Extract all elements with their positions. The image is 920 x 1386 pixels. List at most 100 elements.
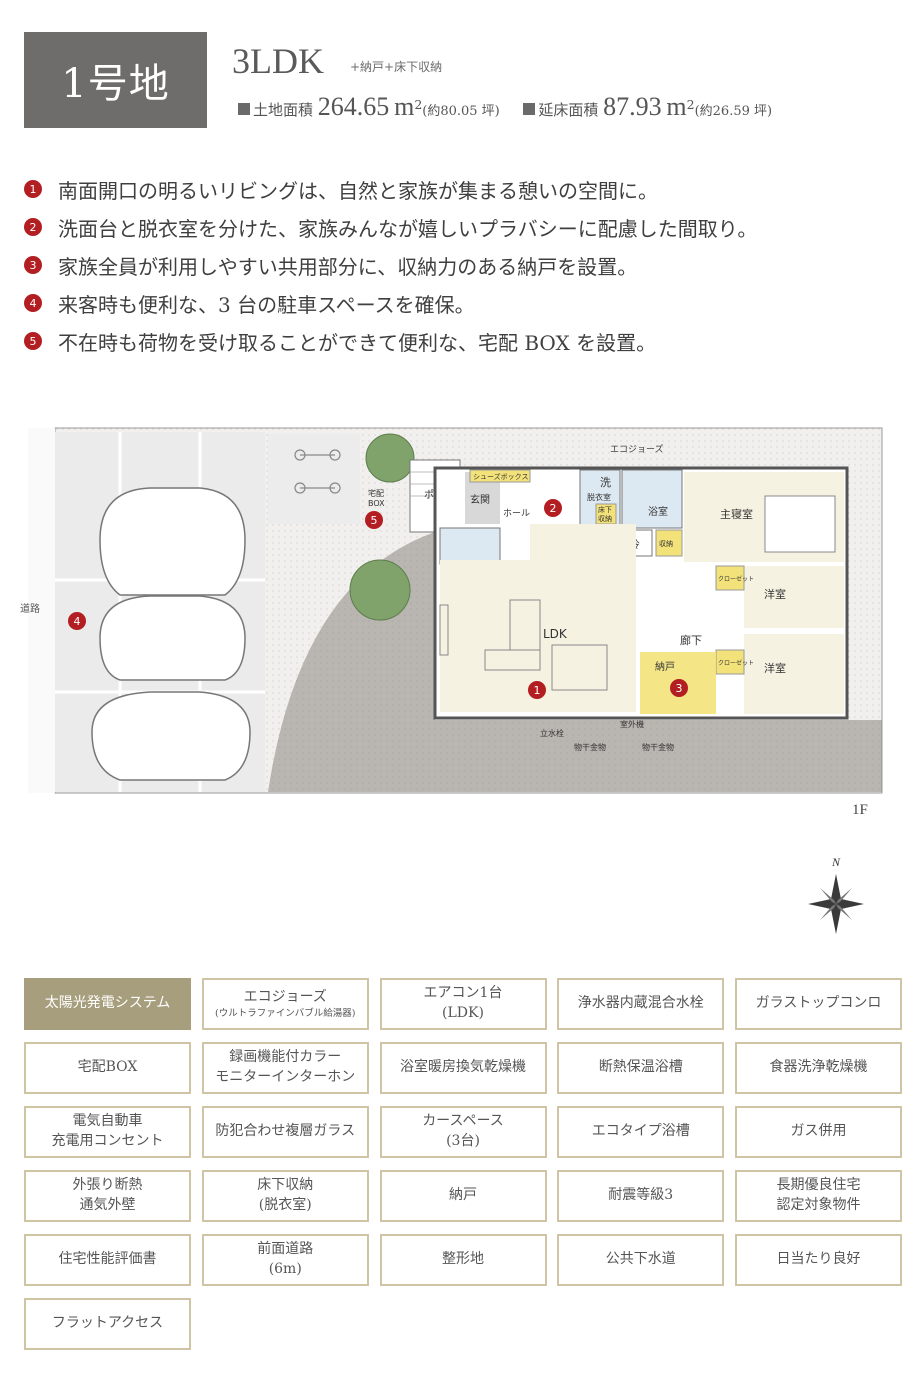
square-bullet-icon [523,103,536,115]
feature-text: 南面開口の明るいリビングは、自然と家族が集まる憩いの空間に。 [58,178,658,203]
dressing-label: 脱衣室 [587,492,611,502]
svg-text:3: 3 [676,682,683,695]
feature-item: 4 来客時も便利な、3 台の駐車スペースを確保。 [24,284,757,322]
equipment-tile: 住宅性能評価書 [24,1234,191,1286]
feature-text: 家族全員が利用しやすい共用部分に、収納力のある納戸を設置。 [58,254,638,279]
bed [764,495,836,553]
equipment-label-line2: (LDK) [442,1005,484,1021]
equipment-label-line2: モニターインターホン [215,1069,356,1085]
dryer-label: 物干金物 [574,742,606,752]
equipment-tile: 電気自動車充電用コンセント [24,1106,191,1158]
equipment-tile: 納戸 [379,1170,547,1222]
shoes-box [469,469,531,483]
equipment-label: ガラストップコンロ [755,995,882,1012]
equipment-grid: 太陽光発電システムエコジョーズ(ウルトラファインバブル給湯器)エアコン1台(LD… [24,978,902,1350]
plan-marker: 1 [528,681,546,699]
equipment-tile: 録画機能付カラーモニターインターホン [201,1042,369,1094]
outdoor-unit-label: 室外機 [620,719,644,729]
equipment-tile: 太陽光発電システム [24,978,191,1030]
closet-label: クローゼット [718,659,754,667]
equipment-label: 食器洗浄乾燥機 [769,1059,868,1076]
equipment-tile: 外張り断熱通気外壁 [24,1170,191,1222]
floor-area-unit-super: 2 [686,97,695,112]
svg-text:1: 1 [534,684,541,697]
feature-number-badge: 5 [24,332,42,350]
plan-marker: 3 [670,679,688,697]
equipment-label-line2: (脱衣室) [258,1197,312,1213]
land-area-value: 264.65 [317,92,390,121]
equipment-label: 住宅性能評価書 [58,1251,157,1268]
equipment-label: エコジョーズ [243,988,327,1005]
ldk-label: LDK [543,627,568,641]
equipment-label: 前面道路 [257,1241,314,1258]
wash-label: 洗 [600,476,611,489]
hall-label: ホール [503,508,530,519]
equipment-tile: 耐震等級3 [557,1170,725,1222]
corridor-label: 廊下 [680,633,702,647]
floor-plan: 道路 ポーチ 玄関 ホール シューズボックス 宅配 BOX 洗 脱衣 [20,427,883,794]
equipment-tile: 前面道路 (6m) [201,1234,369,1286]
equipment-tile: エコジョーズ(ウルトラファインバブル給湯器) [201,978,369,1030]
svg-text:2: 2 [550,502,557,515]
dryer-label: 物干金物 [642,742,674,752]
layout-extra: +納戸+床下収納 [350,60,443,74]
bike-area [268,434,360,524]
equipment-label: 外張り断熱 [72,1177,143,1194]
equipment-label: 太陽光発電システム [44,995,171,1012]
equipment-label: ガス併用 [790,1123,847,1140]
feature-item: 1 南面開口の明るいリビングは、自然と家族が集まる憩いの空間に。 [24,170,757,208]
entrance-label: 玄関 [470,493,490,506]
north-label: N [831,855,841,869]
faucet-label: 立水栓 [540,728,564,738]
road-label: 道路 [20,602,40,615]
equipment-label-line2: (6m) [268,1261,302,1277]
floor-area-label: 延床面積 [538,101,599,119]
bathroom [621,469,683,529]
floor-area-value: 87.93 [603,92,662,121]
equipment-label: 断熱保温浴槽 [598,1059,683,1076]
delivery-box-label: 宅配 [368,488,384,498]
feature-number-badge: 4 [24,294,42,312]
equipment-label: 整形地 [442,1251,484,1268]
delivery-box-label: BOX [368,499,385,508]
small-storage [655,529,683,557]
feature-text: 洗面台と脱衣室を分けた、家族みんなが嬉しいプラバシーに配慮した間取り。 [58,216,758,241]
corridor [640,626,744,652]
lot-badge: 1号地 [24,32,207,128]
equipment-label-line2: 充電用コンセント [51,1133,164,1149]
toilet [439,527,501,565]
western-room-2-label: 洋室 [764,661,786,675]
equipment-label: カースペース [422,1113,504,1130]
equipment-tile: 断熱保温浴槽 [557,1042,725,1094]
equipment-tile: 宅配BOX [24,1042,191,1094]
feature-text: 来客時も便利な、3 台の駐車スペースを確保。 [58,292,475,317]
bath-label: 浴室 [648,505,668,518]
equipment-tile: 食器洗浄乾燥機 [735,1042,902,1094]
western-room-1 [744,566,844,628]
equipment-tile: フラットアクセス [24,1298,191,1350]
equipment-tile: 浄水器内蔵混合水栓 [557,978,725,1030]
equipment-tile: 公共下水道 [557,1234,725,1286]
equipment-label-line2: 通気外壁 [79,1197,136,1213]
equipment-label: 防犯合わせ複層ガラス [215,1123,356,1140]
western-room-2 [744,634,844,714]
equipment-label: 耐震等級3 [608,1187,674,1204]
equipment-tile: 整形地 [379,1234,547,1286]
equipment-tile: 浴室暖房換気乾燥機 [379,1042,547,1094]
feature-number-badge: 1 [24,180,42,198]
underfloor-label: 収納 [598,514,612,523]
equipment-label: 床下収納 [257,1177,314,1194]
equipment-label: 浴室暖房換気乾燥機 [400,1059,526,1076]
equipment-label: 長期優良住宅 [776,1177,861,1194]
svg-text:5: 5 [371,514,378,527]
svg-text:4: 4 [74,615,81,628]
equipment-label: 日当たり良好 [776,1251,861,1268]
plan-marker: 5 [365,511,383,529]
equipment-label: 公共下水道 [605,1251,676,1268]
equipment-tile: 防犯合わせ複層ガラス [201,1106,369,1158]
square-bullet-icon [238,103,250,115]
underfloor-label: 床下 [598,505,612,514]
